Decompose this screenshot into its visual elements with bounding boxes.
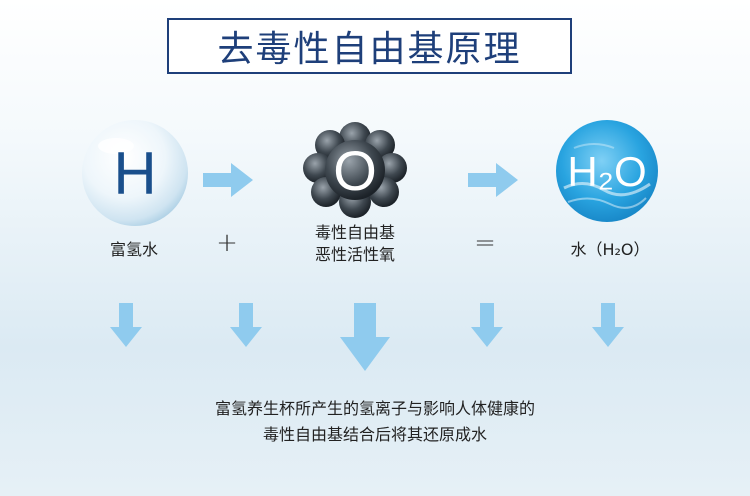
arrow-down-icon <box>110 303 142 347</box>
arrow-right-icon <box>468 163 518 197</box>
hydrogen-symbol: H <box>113 140 156 207</box>
equals-sign: = <box>474 228 496 258</box>
free-radical-orb: O <box>303 122 407 218</box>
arrow-down-large-icon <box>340 303 390 371</box>
arrow-right-icon <box>203 163 253 197</box>
explanation-line-1: 富氢养生杯所产生的氢离子与影响人体健康的 <box>214 399 535 418</box>
water-orb: H₂O <box>556 120 658 222</box>
arrow-down-icon <box>471 303 503 347</box>
hydrogen-orb: H <box>82 120 188 226</box>
arrow-down-icon <box>592 303 624 347</box>
oxygen-symbol: O <box>333 139 377 202</box>
explanation-line-2: 毒性自由基结合后将其还原成水 <box>262 425 487 444</box>
free-radical-label-line-2: 恶性活性氧 <box>314 245 395 264</box>
plus-sign: + <box>216 228 238 258</box>
arrow-down-icon <box>230 303 262 347</box>
page-title: 去毒性自由基原理 <box>217 29 522 70</box>
water-symbol: H₂O <box>567 148 646 195</box>
hydrogen-water-label: 富氢水 <box>109 240 158 259</box>
water-label: 水（H₂O） <box>570 240 650 259</box>
free-radical-label: 毒性自由基 恶性活性氧 <box>295 222 415 266</box>
title-box: 去毒性自由基原理 <box>167 18 572 74</box>
free-radical-label-line-1: 毒性自由基 <box>314 223 395 242</box>
explanation-text: 富氢养生杯所产生的氢离子与影响人体健康的 毒性自由基结合后将其还原成水 <box>0 396 750 448</box>
